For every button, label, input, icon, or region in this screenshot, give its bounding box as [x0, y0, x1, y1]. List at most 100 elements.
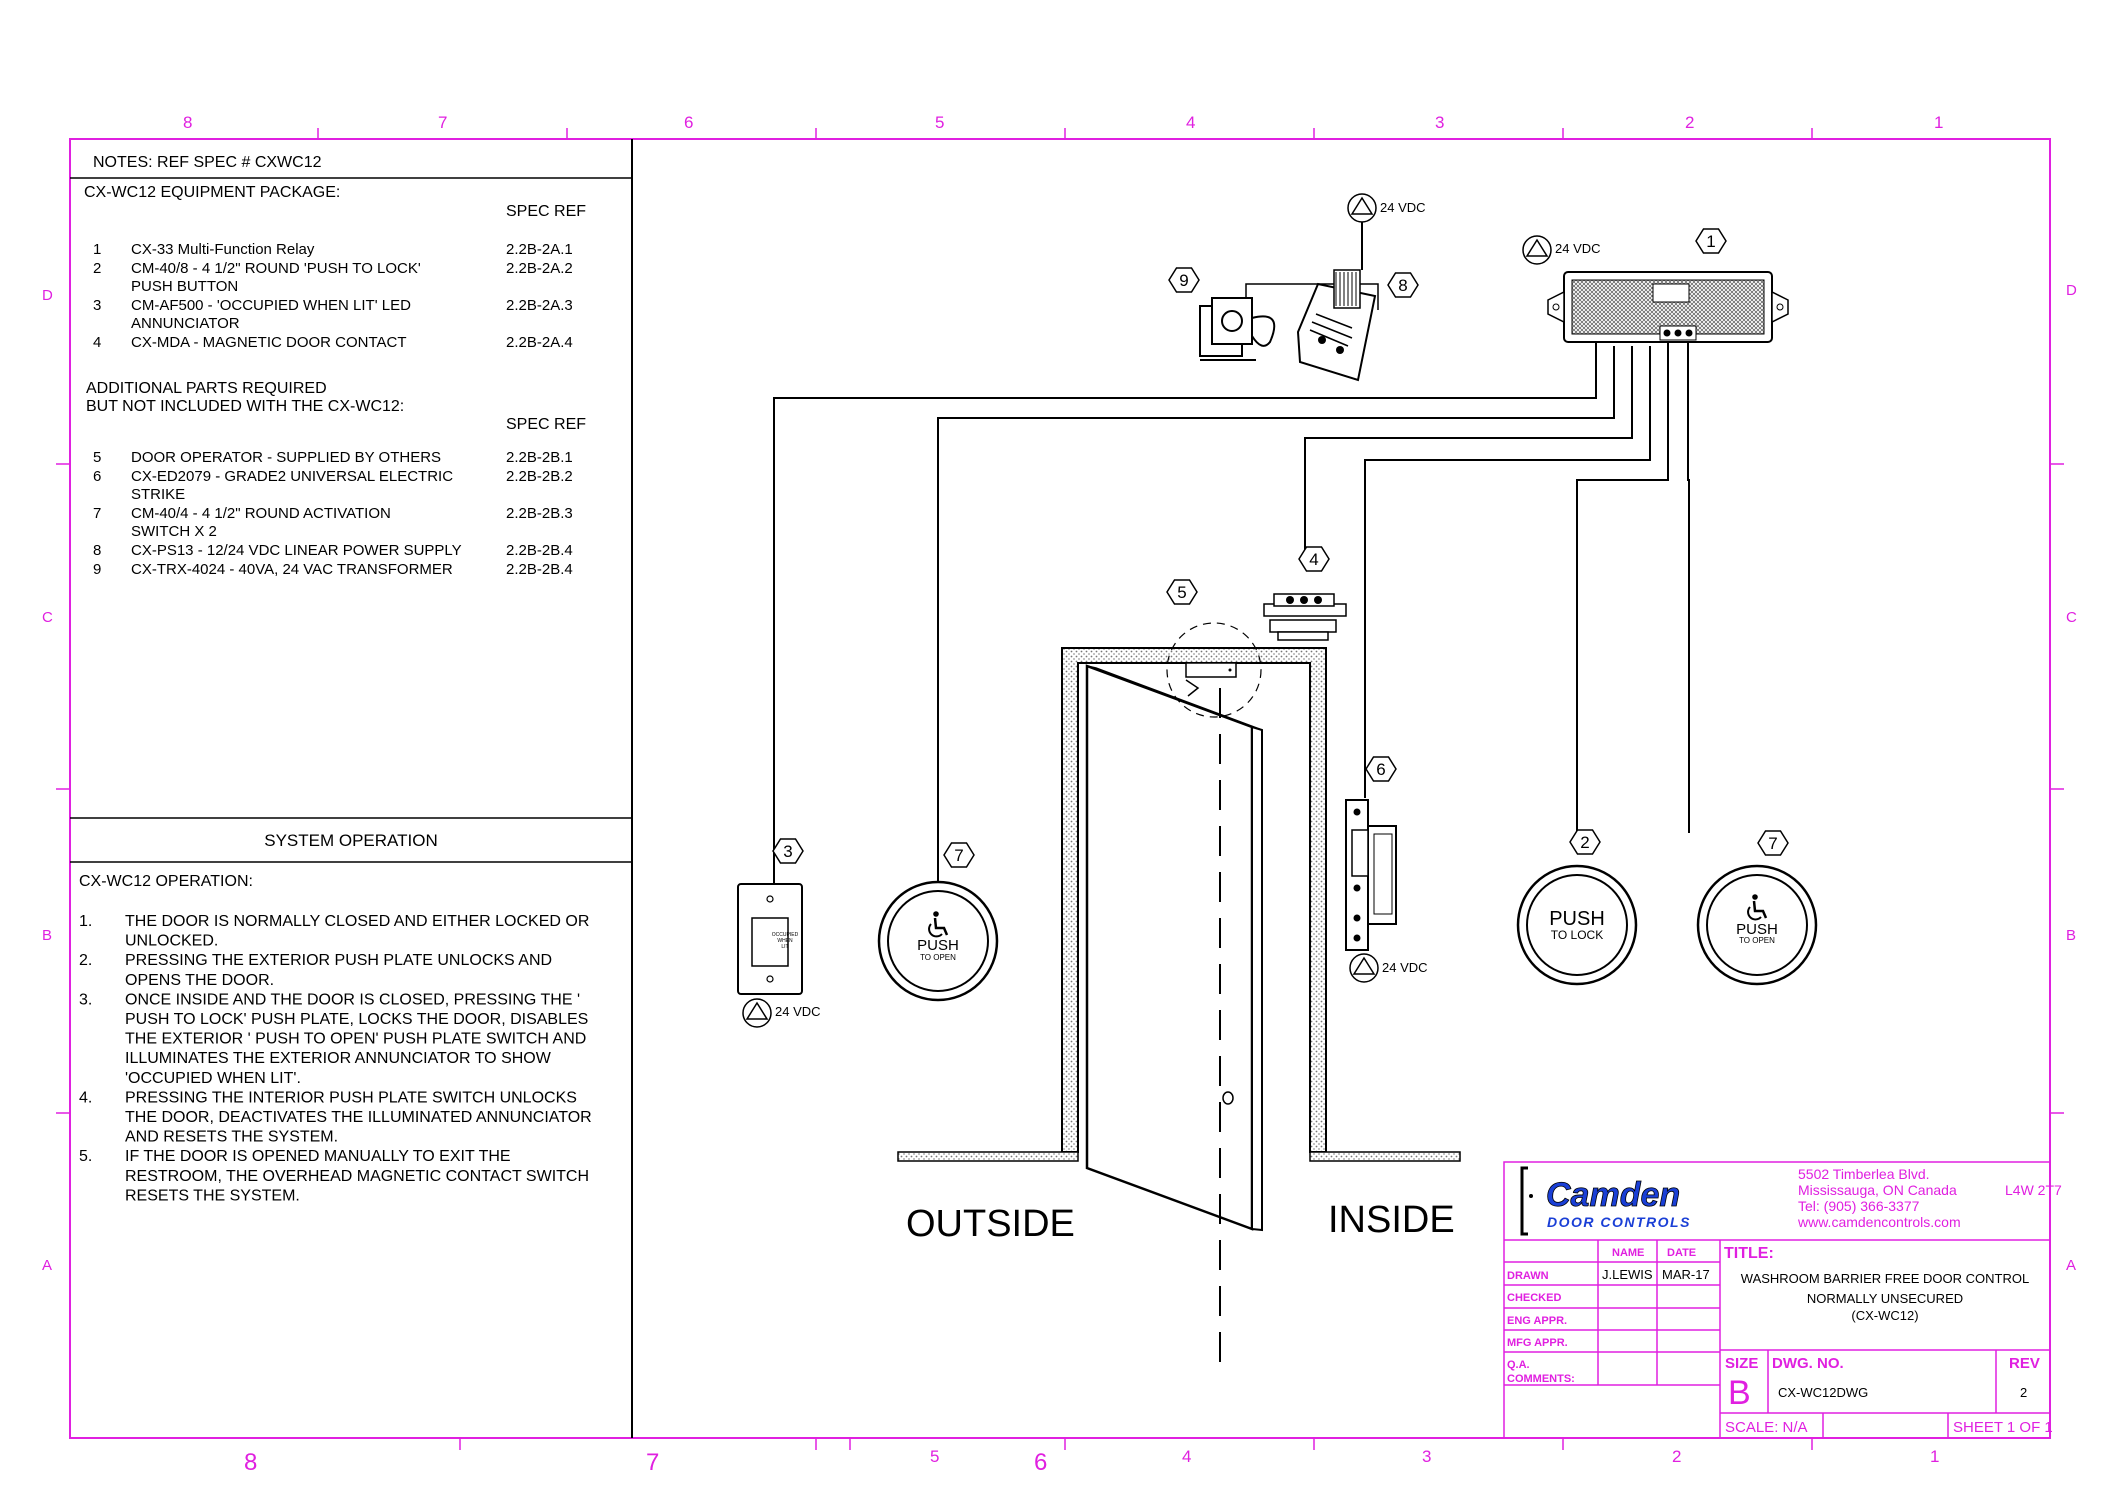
- zone-left-b: B: [42, 927, 52, 944]
- item-number: 1: [93, 241, 101, 258]
- system-operation-title: SYSTEM OPERATION: [264, 831, 438, 850]
- drawn-name: J.LEWIS: [1602, 1267, 1653, 1282]
- rev-label: REV: [2009, 1355, 2040, 1372]
- step-text: PRESSING THE INTERIOR PUSH PLATE SWITCH …: [125, 1089, 577, 1106]
- item-number: 8: [93, 542, 101, 559]
- callout-hexagon: [1695, 228, 1727, 254]
- callout-4: 4: [1298, 546, 1330, 572]
- callout-hexagon: [1365, 756, 1397, 782]
- callout-hexagon: [1168, 267, 1200, 293]
- package-title: CX-WC12 EQUIPMENT PACKAGE:: [84, 184, 340, 201]
- callout-1: 1: [1695, 228, 1727, 254]
- step-number: 2.: [79, 952, 92, 969]
- callout-hexagon: [1298, 546, 1330, 572]
- step-text: RESTROOM, THE OVERHEAD MAGNETIC CONTACT …: [125, 1168, 589, 1185]
- notes-header: NOTES: REF SPEC # CXWC12: [93, 154, 322, 171]
- zone-bottom-8: 8: [244, 1449, 257, 1476]
- postal-code: L4W 2T7: [2005, 1182, 2062, 1198]
- step-text: THE DOOR IS NORMALLY CLOSED AND EITHER L…: [125, 913, 589, 930]
- callout-hexagon: [1387, 272, 1419, 298]
- voltage-24vdc-relay: 24 VDC: [1522, 235, 1601, 265]
- electric-strike: [1345, 799, 1397, 951]
- item-number: 3: [93, 297, 101, 314]
- zone-left-d: D: [42, 287, 53, 304]
- item-spec-ref: 2.2B-2A.3: [506, 297, 573, 314]
- callout-2: 2: [1569, 829, 1601, 855]
- operation-steps: 1. THE DOOR IS NORMALLY CLOSED AND EITHER…: [79, 913, 592, 1204]
- zone-bottom-1: 1: [1930, 1447, 1939, 1466]
- push-to-open-exterior: PUSH TO OPEN: [877, 880, 999, 1002]
- wiring: [773, 283, 1690, 883]
- title-line3: (CX-WC12): [1851, 1308, 1918, 1323]
- door-operator-detail: [1166, 622, 1262, 718]
- additional-title-1: ADDITIONAL PARTS REQUIRED: [86, 380, 327, 397]
- zone-top-8: 8: [183, 113, 192, 132]
- item-number: 9: [93, 561, 101, 578]
- operation-title: CX-WC12 OPERATION:: [79, 873, 253, 890]
- step-text: PUSH TO LOCK' PUSH PLATE, LOCKS THE DOOR…: [125, 1011, 588, 1028]
- callout-number: 6: [1376, 760, 1385, 779]
- callout-6: 6: [1365, 756, 1397, 782]
- size-value: B: [1728, 1374, 1751, 1412]
- item-number: 4: [93, 334, 101, 351]
- step-number: 5.: [79, 1148, 92, 1165]
- item-spec-ref: 2.2B-2B.2: [506, 468, 573, 485]
- sheet-number: SHEET 1 OF 1: [1953, 1419, 2053, 1436]
- size-label: SIZE: [1725, 1355, 1758, 1372]
- step-text: RESETS THE SYSTEM.: [125, 1187, 300, 1204]
- item-number: 5: [93, 449, 101, 466]
- callout-number: 9: [1179, 271, 1188, 290]
- callout-hexagon: [772, 838, 804, 864]
- phone: Tel: (905) 366-3377: [1798, 1198, 1920, 1214]
- item-description: CM-AF500 - 'OCCUPIED WHEN LIT' LED: [131, 297, 411, 314]
- item-description: PUSH BUTTON: [131, 278, 238, 295]
- step-text: THE DOOR, DEACTIVATES THE ILLUMINATED AN…: [125, 1109, 592, 1126]
- scale: SCALE: N/A: [1725, 1419, 1808, 1436]
- voltage-24vdc-strike: 24 VDC: [1349, 953, 1428, 983]
- item-spec-ref: 2.2B-2B.4: [506, 542, 573, 559]
- item-description: SWITCH X 2: [131, 523, 217, 540]
- zone-top-3: 3: [1435, 113, 1444, 132]
- title-line2: NORMALLY UNSECURED: [1807, 1291, 1963, 1306]
- zone-left-c: C: [42, 609, 53, 626]
- signoff-row-label: DRAWN: [1507, 1270, 1549, 1282]
- logo-name: Camden: [1546, 1176, 1680, 1214]
- zone-top-1: 1: [1934, 113, 1943, 132]
- push-label: PUSH: [917, 937, 959, 954]
- zone-bottom-4: 4: [1182, 1447, 1191, 1466]
- push-to-open-interior: PUSH TO OPEN: [1696, 864, 1818, 986]
- callout-hexagon: [943, 842, 975, 868]
- zone-top-7: 7: [438, 113, 447, 132]
- signoff-row-label: CHECKED: [1507, 1292, 1561, 1304]
- item-description: ANNUNCIATOR: [131, 315, 240, 332]
- callout-7: 7: [1757, 830, 1789, 856]
- callout-hexagon: [1757, 830, 1789, 856]
- step-text: IF THE DOOR IS OPENED MANUALLY TO EXIT T…: [125, 1148, 511, 1165]
- item-description: CX-ED2079 - GRADE2 UNIVERSAL ELECTRIC: [131, 468, 453, 485]
- callout-number: 3: [783, 842, 792, 861]
- item-number: 6: [93, 468, 101, 485]
- step-text: ONCE INSIDE AND THE DOOR IS CLOSED, PRES…: [125, 991, 580, 1008]
- spec-ref-label: SPEC REF: [506, 203, 586, 220]
- address-line2: Mississauga, ON Canada: [1798, 1182, 1957, 1198]
- step-text: THE EXTERIOR ' PUSH TO OPEN' PUSH PLATE …: [125, 1031, 586, 1048]
- callout-number: 2: [1580, 833, 1589, 852]
- callout-number: 8: [1398, 276, 1407, 295]
- step-number: 1.: [79, 913, 92, 930]
- item-number: 7: [93, 505, 101, 522]
- callout-8: 8: [1387, 272, 1419, 298]
- step-text: AND RESETS THE SYSTEM.: [125, 1129, 338, 1146]
- outside-label: OUTSIDE: [906, 1203, 1075, 1245]
- item-description: CM-40/4 - 4 1/2" ROUND ACTIVATION: [131, 505, 391, 522]
- item-description: CX-PS13 - 12/24 VDC LINEAR POWER SUPPLY: [131, 542, 462, 559]
- signoff-row-label: ENG APPR.: [1507, 1315, 1567, 1327]
- zone-right-c: C: [2066, 609, 2077, 626]
- callout-number: 5: [1177, 583, 1186, 602]
- item-description: STRIKE: [131, 486, 185, 503]
- zone-right-d: D: [2066, 282, 2077, 299]
- zone-top-4: 4: [1186, 113, 1195, 132]
- callout-3: 3: [772, 838, 804, 864]
- item-description: CX-33 Multi-Function Relay: [131, 241, 315, 258]
